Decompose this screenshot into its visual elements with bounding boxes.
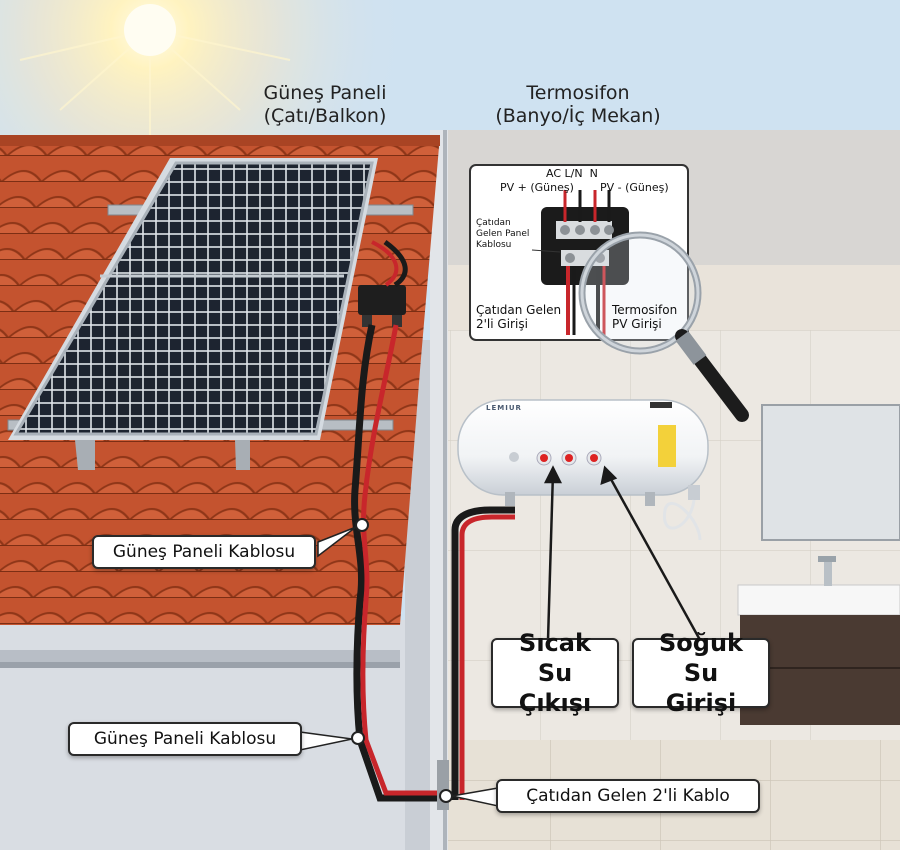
- zoom-side-label: Çatıdan Gelen Panel Kablosu: [476, 218, 529, 251]
- cold-in-line2: Girişi: [665, 689, 737, 717]
- zoom-bottom-left-line1: Çatıdan Gelen: [476, 303, 562, 317]
- solar-panel: [8, 158, 378, 440]
- cold-in-line1: Soğuk Su: [659, 629, 743, 687]
- zoom-top-label: AC L/N N: [546, 167, 598, 180]
- zoom-side-line2: Gelen Panel: [476, 229, 530, 239]
- panel-header: Güneş Paneli (Çatı/Balkon): [235, 82, 415, 128]
- heater-subtitle: (Banyo/İç Mekan): [495, 105, 661, 127]
- zoom-bottom-right-line1: Termosifon: [612, 303, 678, 317]
- callout-panel-cable-lower: Güneş Paneli Kablosu: [68, 722, 302, 756]
- panel-junction-box: [358, 285, 406, 315]
- zoom-side-line3: Kablosu: [476, 240, 512, 250]
- callout-cold-water-in: Soğuk Su Girişi: [632, 629, 770, 717]
- heater-title: Termosifon: [526, 82, 630, 104]
- callout-panel-cable-upper: Güneş Paneli Kablosu: [92, 535, 316, 569]
- magnifier-icon: [578, 231, 749, 422]
- panel-subtitle: (Çatı/Balkon): [263, 105, 387, 127]
- zoom-bottom-right-label: Termosifon PV Girişi: [612, 303, 677, 331]
- heater-header: Termosifon (Banyo/İç Mekan): [478, 82, 678, 128]
- callout-pointers: [543, 465, 702, 641]
- panel-title: Güneş Paneli: [263, 82, 387, 104]
- callout-hot-water-out: Sıcak Su Çıkışı: [491, 629, 619, 717]
- zoom-bottom-left-label: Çatıdan Gelen 2'li Girişi: [476, 303, 561, 331]
- zoom-pv-plus: PV + (Güneş): [500, 181, 574, 194]
- hot-out-line2: Çıkışı: [518, 689, 592, 717]
- callout-roof-cable: Çatıdan Gelen 2'li Kablo: [496, 779, 760, 813]
- sun-icon: [124, 4, 176, 56]
- water-heater-tank: [457, 399, 709, 541]
- zoom-bottom-left-line2: 2'li Girişi: [476, 317, 528, 331]
- zoom-side-line1: Çatıdan: [476, 218, 511, 228]
- zoom-bottom-right-line2: PV Girişi: [612, 317, 662, 331]
- heater-brand-logo: LEMIUR: [486, 404, 522, 412]
- hot-out-line1: Sıcak Su: [519, 629, 591, 687]
- junction-zoom-inset: [469, 164, 689, 341]
- zoom-pv-minus: PV - (Güneş): [600, 181, 669, 194]
